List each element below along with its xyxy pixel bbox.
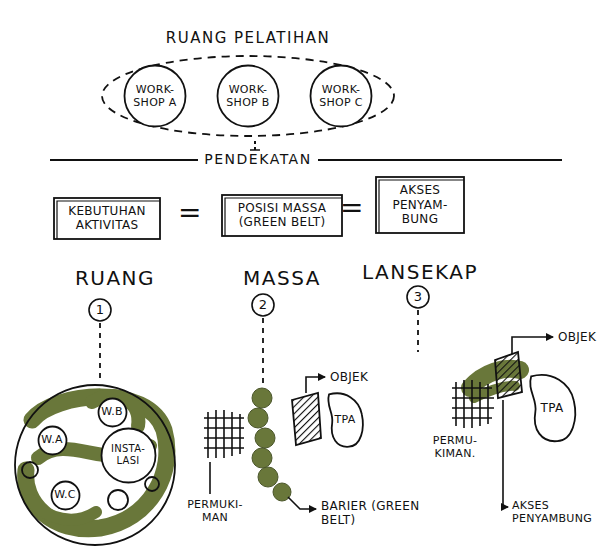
settlement-grid — [452, 387, 492, 389]
callout-number: 2 — [259, 297, 268, 313]
site-outline — [15, 385, 175, 545]
leader-arrow — [306, 377, 325, 393]
zone-circle: INSTA- LASI — [100, 427, 157, 484]
green-belt-tree — [252, 388, 272, 408]
box-double-line — [379, 180, 464, 233]
section-heading: PENDEKATAN — [198, 151, 317, 168]
settlement-grid — [209, 462, 211, 494]
approach-heading: RUANG — [75, 266, 155, 290]
green-belt-tree — [248, 408, 268, 428]
box-double-line — [57, 201, 160, 239]
barrier-label: BARIER (GREEN BELT) — [321, 499, 425, 528]
number-circle — [252, 294, 274, 316]
zone-circle-shape — [51, 481, 79, 509]
zone-circle-shape — [38, 426, 66, 454]
tpa-shape: TPA — [526, 372, 578, 444]
node-text: TPA — [541, 401, 564, 415]
object-label: OBJEK — [330, 370, 368, 384]
node-text: TPA — [334, 413, 355, 426]
approach-box-shape — [376, 177, 464, 233]
site-outline — [15, 385, 175, 545]
node-text: W.A — [41, 433, 63, 446]
green-zone — [92, 396, 138, 426]
node-text: POSISI MASSA (GREEN BELT) — [230, 201, 334, 230]
box-double-line — [225, 198, 342, 236]
callout-number: 3 — [414, 289, 423, 305]
number-circle — [89, 286, 429, 321]
node-text: KEBUTUHAN AKTIVITAS — [62, 204, 152, 233]
green-belt-tree — [255, 428, 275, 448]
approach-box: POSISI MASSA (GREEN BELT) — [221, 194, 343, 237]
settlement-grid — [452, 397, 494, 399]
settlement-grid — [207, 412, 209, 458]
tpa-shape-shape — [328, 393, 363, 446]
green-belt-tree — [248, 388, 291, 501]
green-zone — [26, 397, 167, 529]
approach-box-shape — [222, 195, 342, 236]
workshop-circle: WORK- SHOP C — [309, 64, 373, 128]
dashed-leader — [417, 310, 419, 352]
settlement-grid — [452, 407, 494, 409]
access-label: AKSES PENYAMBUNG — [512, 499, 608, 525]
settlement-grid — [204, 427, 244, 429]
zone-circle: W.B — [97, 397, 128, 428]
node-text: WORK- SHOP B — [222, 83, 274, 109]
green-belt-tree — [252, 448, 272, 468]
settlement-grid — [204, 417, 244, 419]
equals-sign: = — [178, 196, 202, 230]
workshop-circle-shape — [311, 66, 372, 127]
object-label: OBJEK — [558, 330, 596, 344]
node-text: W.B — [101, 405, 123, 418]
dashed-leader — [99, 323, 101, 382]
dashed-leader — [100, 310, 418, 384]
node-text: WORK- SHOP C — [315, 83, 367, 109]
leader-arrow — [503, 400, 508, 507]
number-circle — [407, 286, 429, 308]
settlement-label: PERMU- KIMAN. — [429, 434, 481, 460]
settlement-grid — [204, 447, 244, 449]
object-mass — [292, 393, 321, 445]
green-zone — [26, 369, 520, 529]
settlement-label: PERMUKI- MAN — [184, 498, 246, 524]
approach-box-shape — [54, 198, 160, 239]
node-text: WORK- SHOP A — [129, 83, 181, 109]
settlement-grid — [204, 437, 244, 439]
zone-circle: W.A — [37, 425, 68, 456]
workshop-circle-shape — [218, 66, 279, 127]
callout-number: 1 — [96, 302, 105, 318]
group-title: RUANG PELATIHAN — [100, 29, 396, 47]
zone-circle-shape — [101, 428, 155, 482]
node-text: W.C — [54, 488, 76, 501]
workshop-circle: WORK- SHOP B — [216, 64, 280, 128]
zone-circle-shape — [98, 398, 126, 426]
settlement-grid — [204, 380, 494, 494]
settlement-grid — [452, 417, 492, 419]
group-ellipse-shape — [102, 56, 394, 136]
workshop-circle: WORK- SHOP A — [123, 64, 187, 128]
site-outline — [145, 477, 159, 491]
tpa-shape-shape — [530, 375, 575, 441]
approach-heading: MASSA — [243, 266, 321, 290]
dashed-leader — [262, 318, 264, 384]
approach-box: KEBUTUHAN AKTIVITAS — [53, 197, 161, 240]
approach-box: AKSES PENYAM- BUNG — [375, 176, 465, 234]
node-text: AKSES PENYAM- BUNG — [384, 183, 456, 226]
group-ellipse: RUANG PELATIHANWORK- SHOP AWORK- SHOP BW… — [100, 54, 396, 138]
leader-arrow — [288, 497, 316, 509]
site-outline — [108, 490, 128, 510]
leader-arrow — [512, 337, 553, 354]
workshop-circle-shape — [125, 66, 186, 127]
tpa-shape: TPA — [325, 391, 365, 449]
approach-heading: LANSEKAP — [362, 260, 478, 284]
node-text: INSTA- LASI — [105, 443, 151, 467]
object-mass — [495, 352, 522, 398]
object-mass — [292, 352, 522, 445]
equals-sign: = — [340, 191, 364, 225]
green-belt-tree — [258, 467, 278, 487]
zone-circle: W.C — [50, 480, 81, 511]
site-outline — [22, 462, 38, 478]
leader-arrow — [288, 337, 553, 509]
number-circle — [89, 299, 111, 321]
